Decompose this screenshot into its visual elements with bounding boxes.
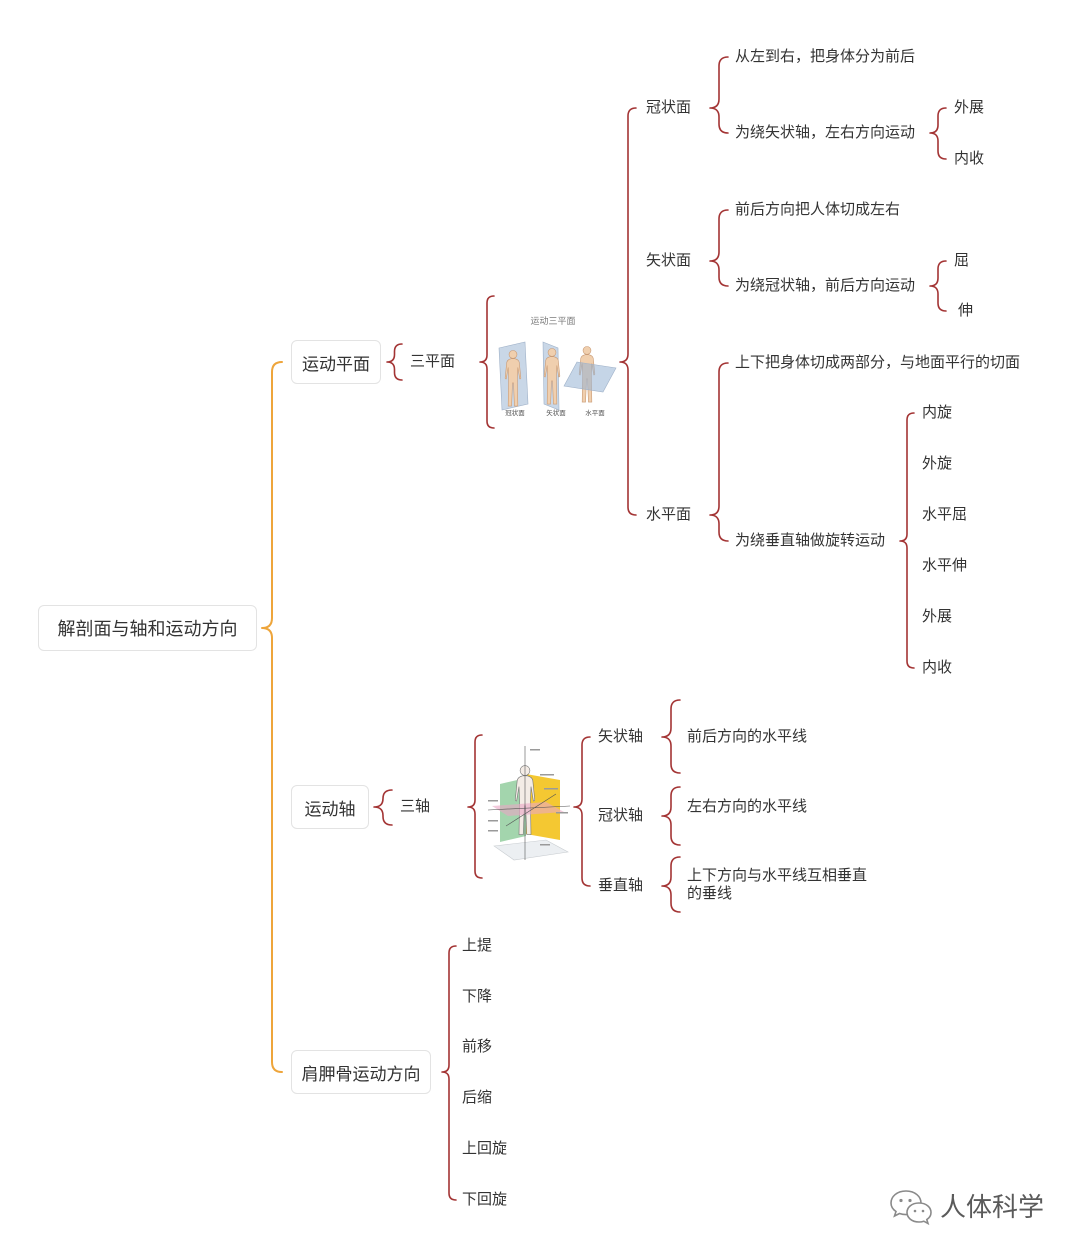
horizontal-plane-motion: 为绕垂直轴做旋转运动 bbox=[735, 532, 886, 549]
horizontal-plane-shape bbox=[492, 802, 564, 816]
coronal-motion-adduction: 内收 bbox=[954, 150, 985, 167]
sagittal-motion-flexion: 屈 bbox=[954, 252, 970, 269]
root-label: 解剖面与轴和运动方向 bbox=[57, 619, 238, 639]
horizontal-motion-item: 外旋 bbox=[922, 455, 953, 472]
sagittal-motion-brace bbox=[929, 260, 947, 312]
horizontal-motion-item: 水平屈 bbox=[922, 506, 968, 523]
three-planes-brace bbox=[479, 295, 495, 429]
sagittal-axis-brace bbox=[661, 699, 681, 774]
sagittal-plane-label: 矢状面 bbox=[646, 252, 692, 269]
coronal-plane-definition: 从左到右，把身体分为前后 bbox=[735, 48, 916, 65]
sagittal-motion-extension: 伸 bbox=[958, 302, 974, 319]
scapula-motion-item: 前移 bbox=[462, 1038, 493, 1055]
figure-label-sagittal: 矢状面 bbox=[546, 408, 566, 417]
ground-plane-shape bbox=[493, 839, 569, 861]
vertical-axis-brace bbox=[661, 856, 681, 913]
horizontal-motion-brace bbox=[899, 412, 915, 669]
sagittal-plane-definition: 前后方向把人体切成左右 bbox=[735, 201, 901, 218]
scapula-node: 肩胛骨运动方向 bbox=[291, 1050, 431, 1094]
scapula-motion-item: 下降 bbox=[462, 988, 493, 1005]
three-planes-label: 三平面 bbox=[410, 353, 456, 370]
scapula-motion-item: 下回旋 bbox=[462, 1191, 508, 1208]
wechat-icon bbox=[890, 1190, 932, 1226]
watermark-text: 人体科学 bbox=[940, 1192, 1045, 1222]
root-brace bbox=[261, 361, 283, 1073]
figure-label-horizontal: 水平面 bbox=[585, 408, 605, 417]
coronal-plane-motion: 为绕矢状轴，左右方向运动 bbox=[735, 124, 916, 141]
planes-label: 运动平面 bbox=[302, 354, 370, 374]
axes-node: 运动轴 bbox=[291, 785, 369, 829]
coronal-axis-label: 冠状轴 bbox=[598, 807, 644, 824]
figure-annotation-marks bbox=[488, 749, 568, 846]
figure-label-coronal: 冠状面 bbox=[505, 408, 525, 417]
three-axes-label: 三轴 bbox=[400, 798, 431, 815]
three-planes-figure: 运动三平面 冠状面 矢状面 水平面 bbox=[498, 316, 617, 417]
scapula-label: 肩胛骨运动方向 bbox=[301, 1064, 421, 1084]
figure-title: 运动三平面 bbox=[530, 316, 575, 326]
horizontal-motion-item: 外展 bbox=[922, 608, 953, 625]
coronal-plane-brace bbox=[709, 56, 729, 134]
axes-figure-brace bbox=[573, 736, 591, 887]
root-node: 解剖面与轴和运动方向 bbox=[38, 605, 257, 651]
coronal-motion-brace bbox=[929, 107, 947, 160]
vertical-axis-label: 垂直轴 bbox=[598, 877, 644, 894]
scapula-motion-item: 上提 bbox=[462, 937, 493, 954]
sagittal-axis-line bbox=[505, 793, 557, 827]
scapula-motion-item: 上回旋 bbox=[462, 1140, 508, 1157]
coronal-motion-abduction: 外展 bbox=[954, 99, 985, 116]
horizontal-motion-item: 内旋 bbox=[922, 404, 953, 421]
coronal-axis-description: 左右方向的水平线 bbox=[687, 798, 808, 815]
axes-label: 运动轴 bbox=[304, 799, 356, 819]
sagittal-axis-label: 矢状轴 bbox=[598, 728, 644, 745]
sagittal-axis-description: 前后方向的水平线 bbox=[687, 728, 808, 745]
coronal-axis-line bbox=[487, 805, 571, 811]
horizontal-plane-definition: 上下把身体切成两部分，与地面平行的切面 bbox=[735, 354, 1021, 371]
horizontal-motion-item: 内收 bbox=[922, 659, 953, 676]
sagittal-plane-motion: 为绕冠状轴，前后方向运动 bbox=[735, 277, 916, 294]
planes-brace bbox=[386, 343, 403, 381]
planes-figure-brace bbox=[619, 107, 637, 516]
sagittal-plane-brace bbox=[709, 209, 729, 287]
horizontal-motion-item: 水平伸 bbox=[922, 557, 968, 574]
coronal-axis-brace bbox=[661, 786, 681, 846]
scapula-brace bbox=[441, 945, 457, 1201]
axes-brace bbox=[373, 789, 393, 826]
horizontal-plane-label: 水平面 bbox=[646, 506, 692, 523]
planes-node: 运动平面 bbox=[291, 340, 381, 384]
scapula-motion-item: 后缩 bbox=[462, 1089, 493, 1106]
horizontal-plane-brace bbox=[709, 362, 729, 542]
horizontal-plane-shape bbox=[563, 361, 617, 393]
three-axes-brace bbox=[467, 734, 483, 879]
coronal-plane-label: 冠状面 bbox=[646, 99, 692, 116]
three-axes-figure bbox=[487, 746, 571, 861]
vertical-axis-description: 上下方向与水平线互相垂直的垂线 bbox=[687, 867, 868, 902]
